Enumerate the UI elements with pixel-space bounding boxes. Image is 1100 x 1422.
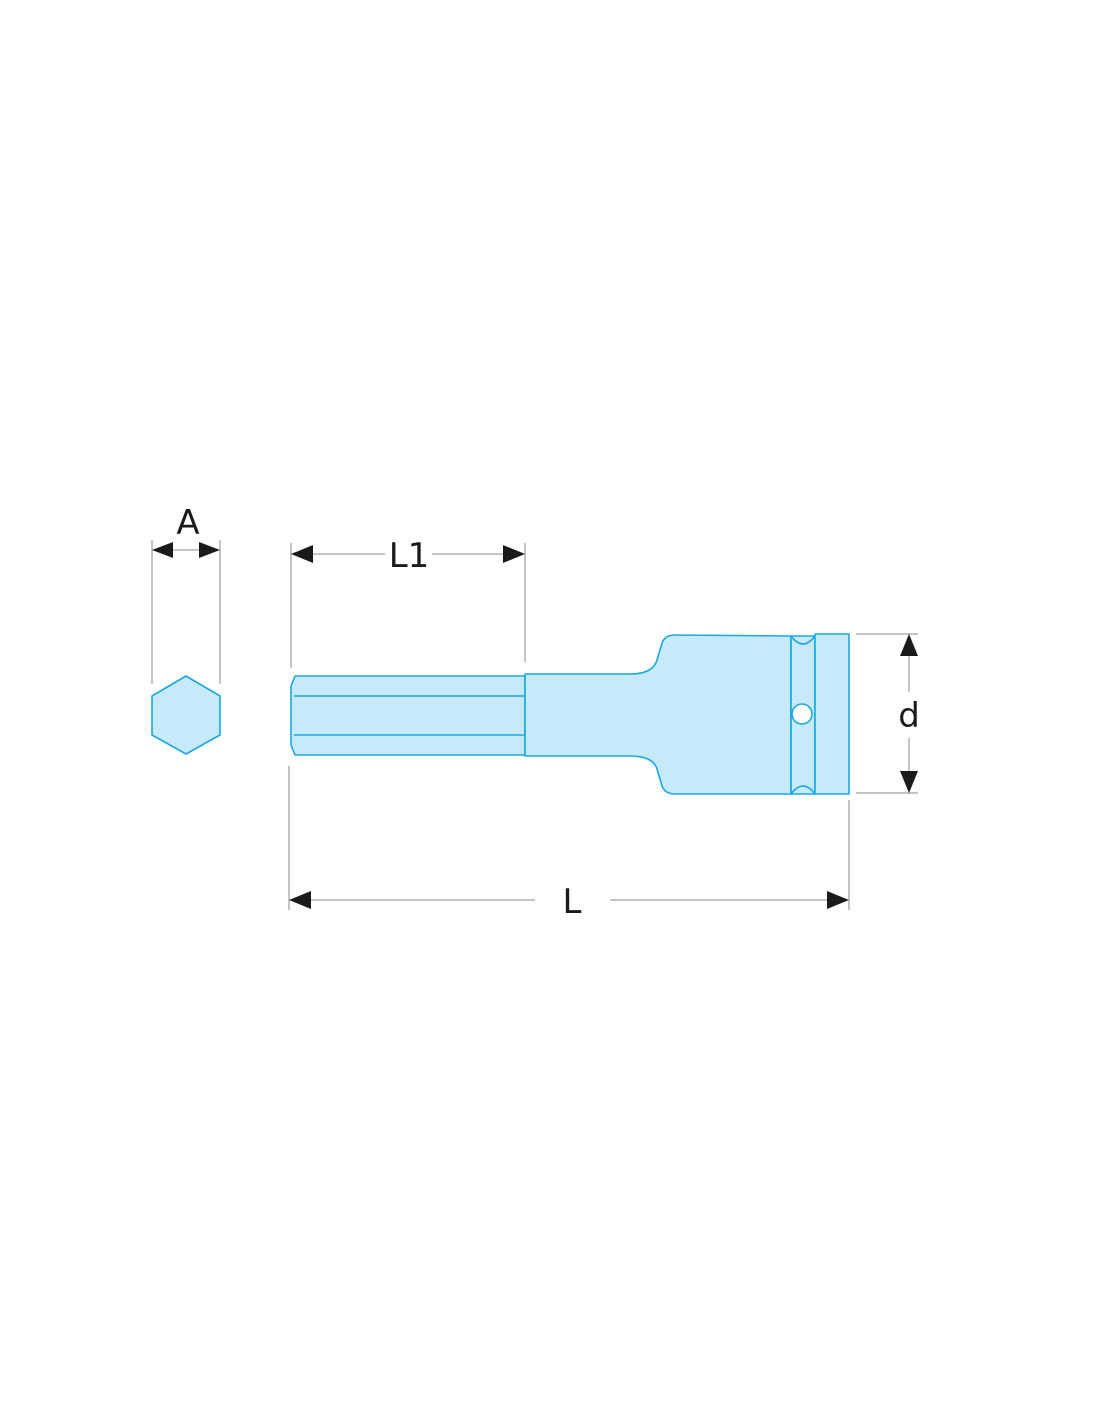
- dimension-l1-label: L1: [389, 536, 430, 576]
- dimension-d-label: d: [898, 696, 920, 736]
- dimension-l1-arrow-left: [291, 545, 313, 563]
- dimension-a-arrow-right: [199, 542, 220, 558]
- dimension-l-arrow-left: [289, 891, 311, 909]
- dimension-l-arrow-right: [827, 891, 849, 909]
- hex-end-view: [151, 675, 221, 755]
- groove-notch-bottom: [790, 785, 816, 795]
- dimension-a-arrow-left: [152, 542, 173, 558]
- hex-bit-tip: [290, 675, 526, 756]
- square-drive-end: [814, 633, 850, 795]
- dimension-l-label: L: [563, 882, 582, 922]
- hex-cross-section: [151, 675, 221, 755]
- socket-body: [524, 634, 792, 795]
- dimension-d-arrow-down: [900, 771, 918, 793]
- dimension-d-arrow-up: [900, 634, 918, 656]
- dimension-a-label: A: [176, 503, 199, 543]
- dimension-l: L: [288, 766, 850, 922]
- dimension-d: d: [856, 633, 920, 794]
- dimension-l1-arrow-right: [503, 545, 525, 563]
- retaining-pin-hole: [791, 703, 813, 725]
- socket-side-view: [290, 633, 850, 795]
- dimension-a: A: [151, 503, 221, 684]
- dimension-l1: L1: [290, 536, 526, 668]
- groove-notch-top: [790, 635, 816, 645]
